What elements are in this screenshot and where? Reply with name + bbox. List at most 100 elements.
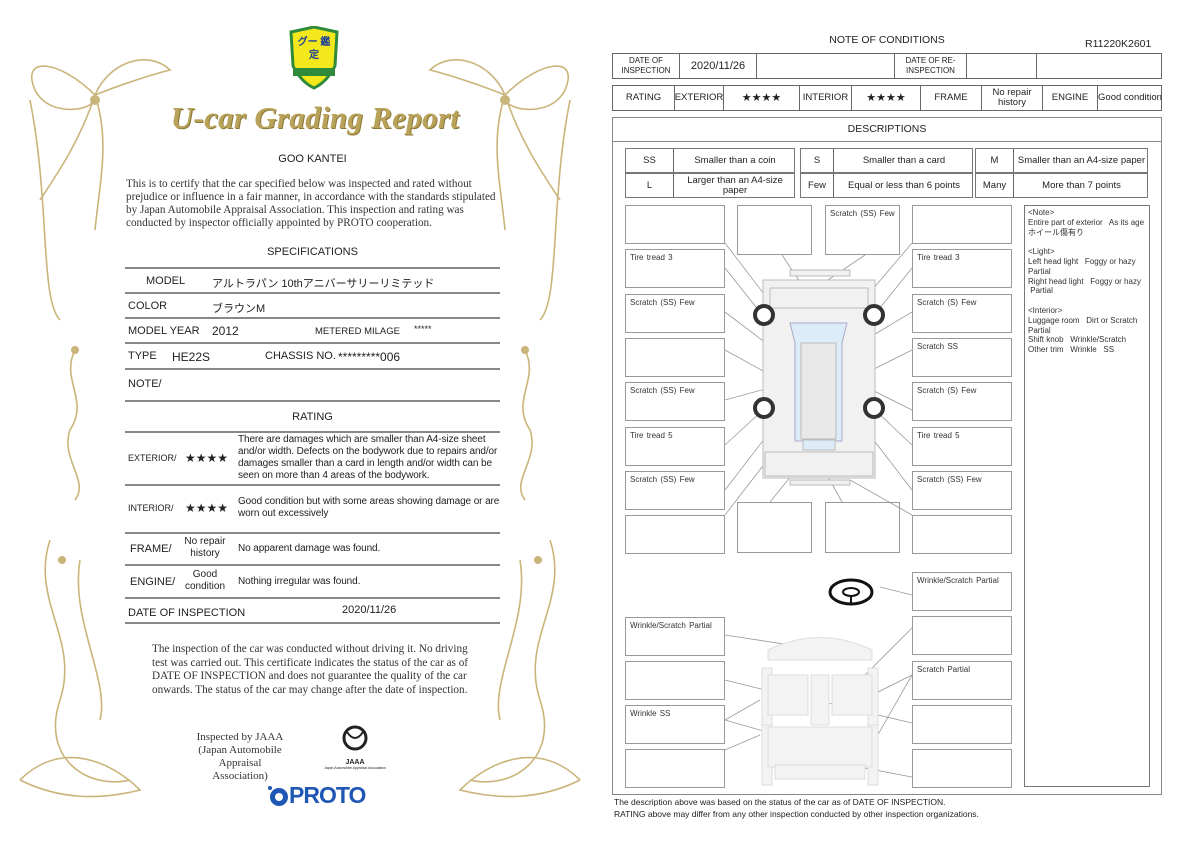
- condition-box: Scratch (SS) Few: [825, 205, 900, 255]
- rating-row: RATING EXTERIOR ★★★★ INTERIOR ★★★★ FRAME…: [612, 85, 1162, 111]
- certification-statement: This is to certify that the car specifie…: [126, 178, 496, 229]
- legend-code: Few: [801, 174, 834, 197]
- condition-box: Scratch Partial: [912, 660, 1012, 700]
- date-label: DATE OF INSPECTION: [128, 607, 246, 619]
- date-row: DATE OF INSPECTION 2020/11/26 DATE OF RE…: [612, 53, 1162, 79]
- engine-description: Nothing irregular was found.: [238, 576, 361, 587]
- inspected-by: Inspected by JAAA (Japan Automobile Appr…: [196, 731, 284, 782]
- mileage-label: METERED MILAGE: [315, 326, 400, 337]
- descriptions-panel: DESCRIPTIONS: [612, 117, 1162, 795]
- condition-box: Scratch SS: [912, 337, 1012, 377]
- frame-description: No apparent damage was found.: [238, 543, 381, 554]
- condition-box: [737, 205, 812, 255]
- frame-value: No repair history: [184, 536, 226, 559]
- specifications-heading: SPECIFICATIONS: [267, 246, 358, 258]
- legend-entry: Few Equal or less than 6 points: [800, 173, 973, 198]
- interior-label: INTERIOR: [800, 86, 852, 110]
- condition-box: Tire tread 5: [625, 426, 725, 466]
- proto-mark-icon: [268, 785, 288, 806]
- engine-label: ENGINE: [1043, 86, 1098, 110]
- model-value: アルトラパン 10thアニバーサリーリミテッド: [212, 278, 435, 290]
- date-of-inspection-value: 2020/11/26: [680, 54, 757, 78]
- legend-entry: Many More than 7 points: [975, 173, 1148, 198]
- condition-box: Tire tread 3: [625, 249, 725, 289]
- frame-label: FRAME: [921, 86, 982, 110]
- rating-label: RATING: [613, 86, 675, 110]
- exterior-label: EXTERIOR/: [128, 453, 177, 463]
- logo-text: グー 鑑定: [297, 37, 331, 61]
- conditions-title: NOTE OF CONDITIONS: [829, 34, 945, 46]
- gold-ornament-frame: [19, 59, 581, 798]
- condition-box: Scratch (SS) Few: [625, 470, 725, 510]
- note-label: NOTE/: [128, 378, 162, 390]
- jaaa-logo: JAAA Japan Automobile Appraisal Associat…: [315, 724, 395, 771]
- condition-box: Scratch (SS) Few: [912, 470, 1012, 510]
- descriptions-heading: DESCRIPTIONS: [613, 118, 1161, 142]
- condition-box: [625, 337, 725, 377]
- date-of-inspection-label: DATE OF INSPECTION: [613, 54, 680, 78]
- interior-stars: ★★★★: [185, 501, 229, 515]
- notes-box: <Note> Entire part of exterior As its ag…: [1024, 205, 1150, 787]
- interior-label: INTERIOR/: [128, 503, 174, 513]
- condition-box: Wrinkle SS: [625, 705, 725, 744]
- jaaa-logo-subtext: Japan Automobile Appraisal Association: [324, 766, 386, 770]
- exterior-label: EXTERIOR: [675, 86, 724, 110]
- exterior-description: There are damages which are smaller than…: [238, 434, 498, 481]
- report-title: U-car Grading Report: [170, 100, 460, 135]
- report-id: R11220K2601: [1085, 38, 1152, 50]
- interior-stars: ★★★★: [852, 86, 921, 110]
- interior-description: Good condition but with some areas showi…: [238, 496, 500, 519]
- exterior-stars: ★★★★: [724, 86, 800, 110]
- condition-box: [912, 749, 1012, 789]
- condition-box: Wrinkle/Scratch Partial: [625, 617, 725, 656]
- engine-value: Good condition: [184, 569, 226, 592]
- condition-box: [825, 502, 900, 553]
- condition-box: [625, 515, 725, 555]
- proto-logo: PROTO: [267, 782, 366, 809]
- chassis-label: CHASSIS NO.: [265, 350, 336, 362]
- legend-meaning: Equal or less than 6 points: [848, 179, 960, 191]
- condition-box: [912, 704, 1012, 744]
- condition-box: [737, 502, 812, 553]
- model-year-label: MODEL YEAR: [128, 325, 200, 337]
- color-value: ブラウンM: [212, 303, 266, 315]
- legend-meaning: Smaller than a coin: [694, 154, 776, 166]
- chassis-value: *********006: [338, 350, 401, 364]
- frame-label: FRAME/: [130, 543, 172, 555]
- condition-box: Scratch (S) Few: [912, 382, 1012, 422]
- condition-box: [625, 749, 725, 788]
- rating-heading: RATING: [292, 411, 333, 423]
- disclaimer: The inspection of the car was conducted …: [152, 643, 469, 696]
- engine-label: ENGINE/: [130, 576, 176, 588]
- condition-box: [912, 205, 1012, 244]
- legend-meaning: Smaller than a card: [862, 154, 946, 166]
- condition-box: [912, 515, 1012, 555]
- proto-logo-text: PROTO: [289, 782, 366, 808]
- legend-code: M: [976, 149, 1014, 172]
- date-value: 2020/11/26: [342, 604, 397, 616]
- condition-box: [625, 661, 725, 700]
- condition-box: Scratch (SS) Few: [625, 293, 725, 333]
- legend-meaning: More than 7 points: [1042, 179, 1121, 191]
- exterior-stars: ★★★★: [185, 451, 229, 465]
- brand-name: GOO KANTEI: [278, 153, 347, 165]
- legend-code: L: [626, 174, 674, 197]
- condition-box: [625, 205, 725, 244]
- condition-box: Scratch (SS) Few: [625, 382, 725, 422]
- condition-box: [912, 616, 1012, 656]
- legend-code: Many: [976, 174, 1014, 197]
- jaaa-logo-text: JAAA: [345, 759, 365, 766]
- engine-value: Good condition: [1098, 92, 1162, 103]
- footer-note-1: The description above was based on the s…: [614, 797, 946, 807]
- type-value: HE22S: [172, 350, 211, 364]
- color-label: COLOR: [128, 300, 168, 312]
- model-label: MODEL: [146, 275, 186, 287]
- condition-box: Tire tread 3: [912, 249, 1012, 289]
- mileage-value: *****: [414, 324, 432, 334]
- type-label: TYPE: [128, 350, 157, 362]
- condition-box: Scratch (S) Few: [912, 293, 1012, 333]
